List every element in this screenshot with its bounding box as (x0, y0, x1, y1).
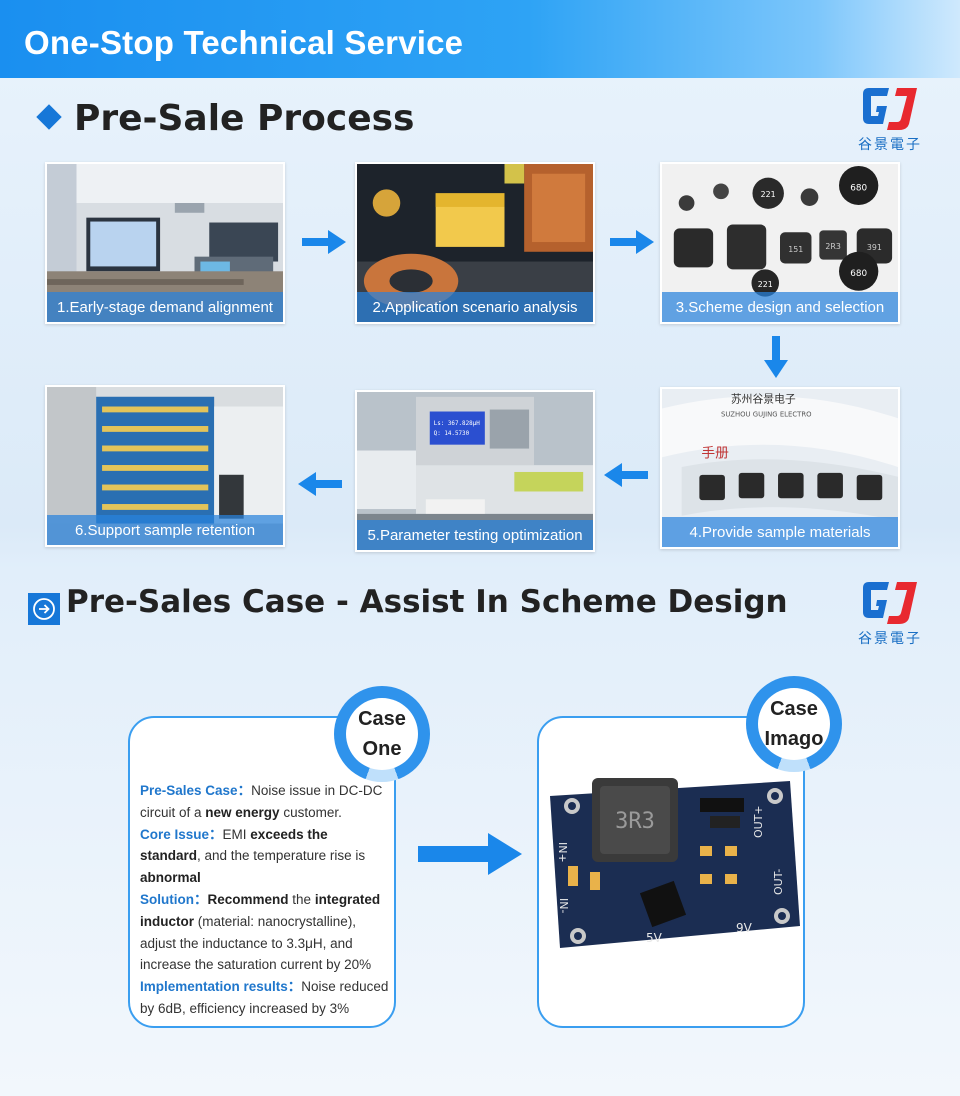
top-banner: One-Stop Technical Service (0, 0, 960, 78)
step-5-card: Ls: 367.828μH Q: 14.5730 5.Parameter tes… (355, 390, 595, 552)
inductor-mark-text: 3R3 (615, 809, 655, 834)
gj-logo-icon (863, 88, 917, 130)
meter-reading-line1: Ls: 367.828μH (434, 421, 481, 427)
case-one-text: Pre-Sales Case：Noise issue in DC-DC circ… (140, 780, 390, 1020)
inductor-mark: 680 (850, 269, 867, 279)
inductor-mark: 221 (758, 280, 773, 289)
presales-text-a: Noise issue in DC-DC circuit of a (140, 783, 383, 820)
step-2-card: 2.Application scenario analysis (355, 162, 595, 324)
banner-title: One-Stop Technical Service (24, 24, 464, 61)
arrow-right-icon (418, 833, 522, 875)
presales-label: Pre-Sales Case： (140, 783, 252, 798)
arrow-down-icon (764, 336, 788, 378)
logo-text: 谷景電子 (858, 137, 922, 153)
inductor-mark: 221 (761, 190, 776, 199)
core-text-b: , and the temperature rise is (197, 848, 366, 864)
voltage-label: 9V (736, 921, 753, 935)
pin-label: OUT- (772, 869, 785, 895)
voltage-label: 5V (646, 931, 663, 945)
case-section-heading: Pre-Sales Case - Assist In Scheme Design (66, 584, 788, 620)
inductor-mark: 2R3 (825, 242, 840, 251)
pin-label: IN- (557, 898, 570, 913)
step-2-label: 2.Application scenario analysis (357, 292, 593, 322)
core-issue-label: Core Issue： (140, 826, 223, 842)
reel-brand-text: 苏州谷景电子 (731, 393, 796, 406)
company-logo: 谷景電子 (850, 578, 930, 648)
reel-label-text: 手册 (701, 445, 729, 461)
case-one-badge: Case One (334, 686, 430, 782)
case-imago-badge: Case Imago (746, 676, 842, 772)
gj-logo-icon (863, 582, 917, 624)
step-4-label: 4.Provide sample materials (662, 517, 898, 547)
arrow-left-icon (604, 463, 648, 487)
inductor-mark: 680 (850, 183, 867, 193)
implementation-text: Noise reduced by 6dB, efficiency increas… (140, 979, 389, 1016)
core-text-a: EMI (222, 826, 251, 842)
reel-brand-en-text: SUZHOU GUJING ELECTRO (721, 410, 812, 418)
inductor-mark: 151 (788, 245, 803, 254)
arrow-circle-icon (28, 593, 60, 625)
step-3-card: 680 221 151 2R3 391 680 221 3.Scheme des… (660, 162, 900, 324)
sample-storage-photo (47, 387, 283, 545)
solution-bold-b: integrated inductor (140, 891, 381, 929)
pin-label: IN+ (556, 842, 569, 863)
logo-text: 谷景電子 (858, 631, 922, 647)
arrow-left-icon (298, 472, 342, 496)
company-logo: 谷景電子 (850, 84, 930, 154)
arrow-right-icon (610, 230, 654, 254)
core-bold-b: abnormal (140, 870, 201, 886)
diamond-icon (36, 104, 62, 130)
step-1-label: 1.Early-stage demand alignment (47, 292, 283, 322)
case-imago-badge-line1: Case (770, 698, 818, 720)
inductor-mark: 391 (867, 243, 882, 252)
solution-text-a: the (288, 891, 315, 907)
solution-label: Solution： (140, 891, 208, 907)
presale-heading: Pre-Sale Process (74, 98, 415, 139)
step-1-card: 1.Early-stage demand alignment (45, 162, 285, 324)
step-6-card: 6.Support sample retention (45, 385, 285, 547)
meter-reading-line2: Q: 14.5730 (434, 431, 470, 437)
case-one-badge-line2: One (362, 738, 402, 760)
step-3-label: 3.Scheme design and selection (662, 292, 898, 322)
solution-text-b: (material: nanocrystalline), adjust the … (140, 913, 372, 973)
dc-dc-module-photo: 3R3 IN+ IN- OUT+ OUT- 5V 9V (550, 778, 800, 948)
pin-label: OUT+ (752, 805, 765, 838)
presales-text-b: customer. (279, 804, 342, 820)
case-imago-badge-line2: Imago (764, 728, 824, 750)
solution-bold-a: Recommend (207, 891, 289, 907)
step-4-card: 苏州谷景电子 SUZHOU GUJING ELECTRO 手册 4.Provid… (660, 387, 900, 549)
step-6-label: 6.Support sample retention (47, 515, 283, 545)
core-bold-a: exceeds the standard (140, 826, 328, 864)
step-5-label: 5.Parameter testing optimization (357, 520, 593, 550)
presales-bold: new energy (205, 804, 280, 820)
arrow-right-icon (302, 230, 346, 254)
case-one-badge-line1: Case (358, 708, 406, 730)
implementation-label: Implementation results： (140, 979, 302, 995)
